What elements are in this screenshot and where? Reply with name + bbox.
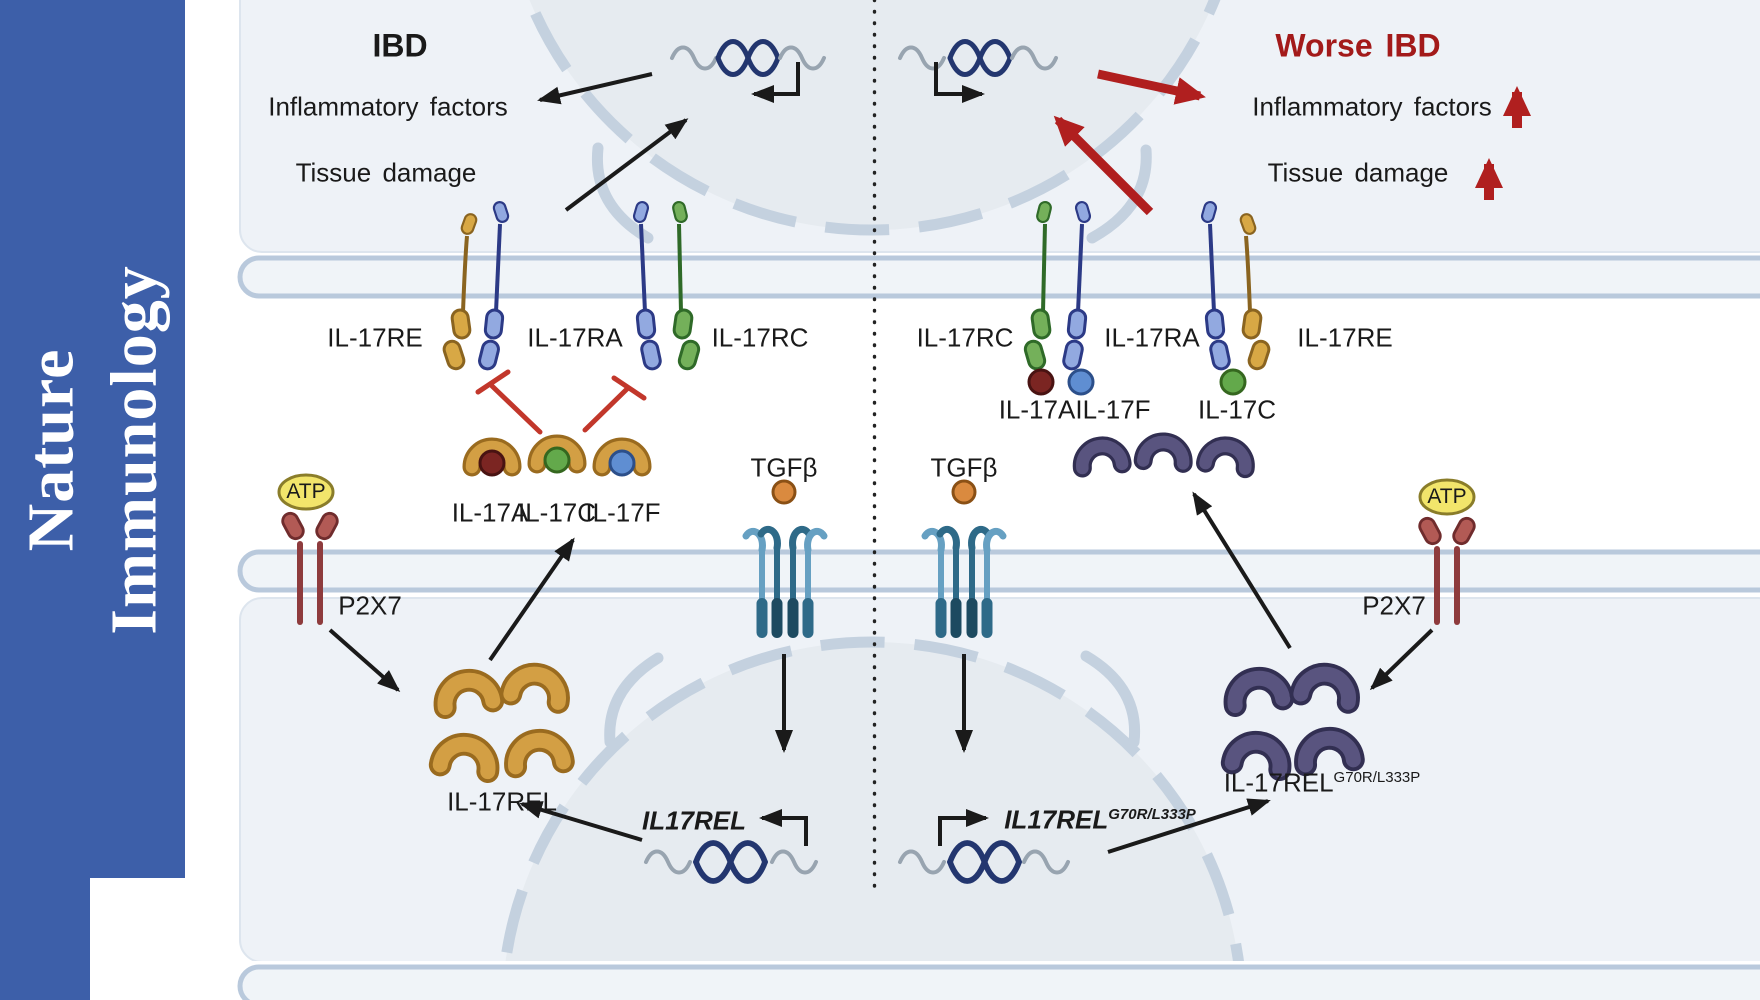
bottom-edge-membrane <box>237 964 1760 1000</box>
il17ra-receptor-right-1 <box>1060 199 1093 372</box>
il17ra-label-right: IL-17RA <box>1104 322 1200 353</box>
gene-mutation-superscript: G70R/L333P <box>1108 805 1196 823</box>
arrow-p2x7-to-il17rel-left <box>328 628 401 692</box>
il17c-cytokine-left <box>537 444 577 474</box>
arrow-p2x7-to-il17rel-right <box>1369 628 1434 691</box>
il17re-label-right: IL-17RE <box>1297 322 1393 353</box>
left-panel-title: IBD <box>372 27 428 64</box>
il17rc-receptor-left <box>670 199 703 373</box>
journal-name-line1: Nature <box>14 348 87 552</box>
mutation-superscript: G70R/L333P <box>1333 768 1421 786</box>
arrow-receptor-to-nucleus-left <box>564 118 689 212</box>
il17rel-mutant-gene-label-right: IL17RELG70R/L333P <box>1004 805 1196 836</box>
p2x7-label-left: P2X7 <box>338 590 402 621</box>
il17a-cytokine-left <box>472 447 512 477</box>
il17c-cytokine-ball-right <box>1219 368 1247 396</box>
il17rel-mutant-label-right: IL-17RELG70R/L333P <box>1224 768 1421 799</box>
p2x7-receptor-right <box>1415 514 1479 625</box>
red-arrow-receptor-to-nucleus <box>1053 115 1154 216</box>
tgfb-label-right: TGFβ <box>930 452 998 483</box>
nuclear-membrane-fragment <box>591 142 654 244</box>
atp-label-right: ATP <box>1427 485 1467 508</box>
inhibition-tbar-left-2 <box>582 375 647 433</box>
arrow-gene-to-protein-left <box>519 801 643 842</box>
tgfb-ligand-right <box>951 479 977 505</box>
protein-name: IL-17REL <box>1223 767 1334 798</box>
page-corner <box>90 878 185 1000</box>
tgfb-receptor-right <box>925 529 1003 638</box>
il17a-cytokine-ball-right <box>1027 368 1055 396</box>
atp-label-left: ATP <box>286 480 326 503</box>
il17f-label-left: IL-17F <box>585 497 661 528</box>
inflammatory-factors-label-left: Inflammatory factors <box>268 91 508 122</box>
transcription-arrow-bottom-right <box>938 809 989 846</box>
il17f-cytokine-ball-right <box>1067 368 1095 396</box>
il17ra-receptor-left-1 <box>476 199 511 373</box>
il17a-label-right: IL-17A <box>998 394 1076 425</box>
il17a-label-left: IL-17A <box>451 497 529 528</box>
journal-name: Nature Immunology <box>10 265 175 634</box>
il17rc-label-right: IL-17RC <box>916 322 1014 353</box>
il17c-label-left: IL-17C <box>517 497 597 528</box>
il17ra-label-left: IL-17RA <box>527 322 623 353</box>
arrow-il17rel-to-cytokines-right <box>1192 491 1292 650</box>
il17re-receptor-left <box>440 211 479 373</box>
atp-molecule-right <box>1418 478 1476 516</box>
bottom-nucleus <box>496 636 1248 1000</box>
arrow-nucleus-to-inflammatory-left <box>537 72 653 105</box>
atp-molecule-left <box>277 473 335 511</box>
il17ra-receptor-left-2 <box>631 199 664 372</box>
il17f-label-right: IL-17F <box>1075 394 1151 425</box>
inhibition-tbar-left-1 <box>475 369 543 435</box>
inflammatory-factors-label-right: Inflammatory factors <box>1252 91 1492 122</box>
il17rel-gene-label-left: IL17REL <box>641 805 747 836</box>
arrow-il17rel-to-cytokines-left <box>488 537 575 662</box>
tissue-damage-label-left: Tissue damage <box>295 157 477 188</box>
il17c-label-right: IL-17C <box>1197 394 1277 425</box>
top-nucleus <box>523 0 1221 244</box>
journal-name-line2: Immunology <box>96 265 170 635</box>
il17f-cytokine-left <box>602 447 642 477</box>
il17ra-receptor-right-2 <box>1199 199 1233 372</box>
arrow-gene-to-protein-right <box>1107 798 1271 854</box>
il17rc-receptor-right <box>1021 199 1054 373</box>
page-gap <box>185 961 1760 967</box>
right-panel-title: Worse IBD <box>1275 27 1441 64</box>
red-arrow-transcription-to-inflammatory <box>1097 69 1206 105</box>
transcription-arrow-top-left <box>751 62 800 103</box>
tgfb-label-left: TGFβ <box>750 452 818 483</box>
p2x7-label-right: P2X7 <box>1362 590 1426 621</box>
tissue-damage-label-right: Tissue damage <box>1267 157 1449 188</box>
transcription-arrow-bottom-left <box>759 809 808 846</box>
il17rel-label-left: IL-17REL <box>447 786 557 817</box>
il17re-receptor-right <box>1238 211 1273 373</box>
nuclear-membrane-fragment <box>1080 650 1141 748</box>
tgfb-ligand-left <box>771 479 797 505</box>
bottom-cell-membrane <box>237 549 1760 593</box>
top-cell-membrane <box>237 255 1760 299</box>
transcription-arrow-top-right <box>934 62 985 103</box>
il17rel-bound-cytokines-right <box>1080 441 1248 469</box>
gene-name: IL17REL <box>1004 804 1109 835</box>
p2x7-receptor-left <box>278 509 342 625</box>
journal-banner: Nature Immunology <box>0 0 185 1000</box>
il17rc-label-left: IL-17RC <box>711 322 809 353</box>
nuclear-membrane-fragment <box>604 652 664 748</box>
tgfb-receptor-left <box>746 529 824 638</box>
il17re-label-left: IL-17RE <box>327 322 423 353</box>
